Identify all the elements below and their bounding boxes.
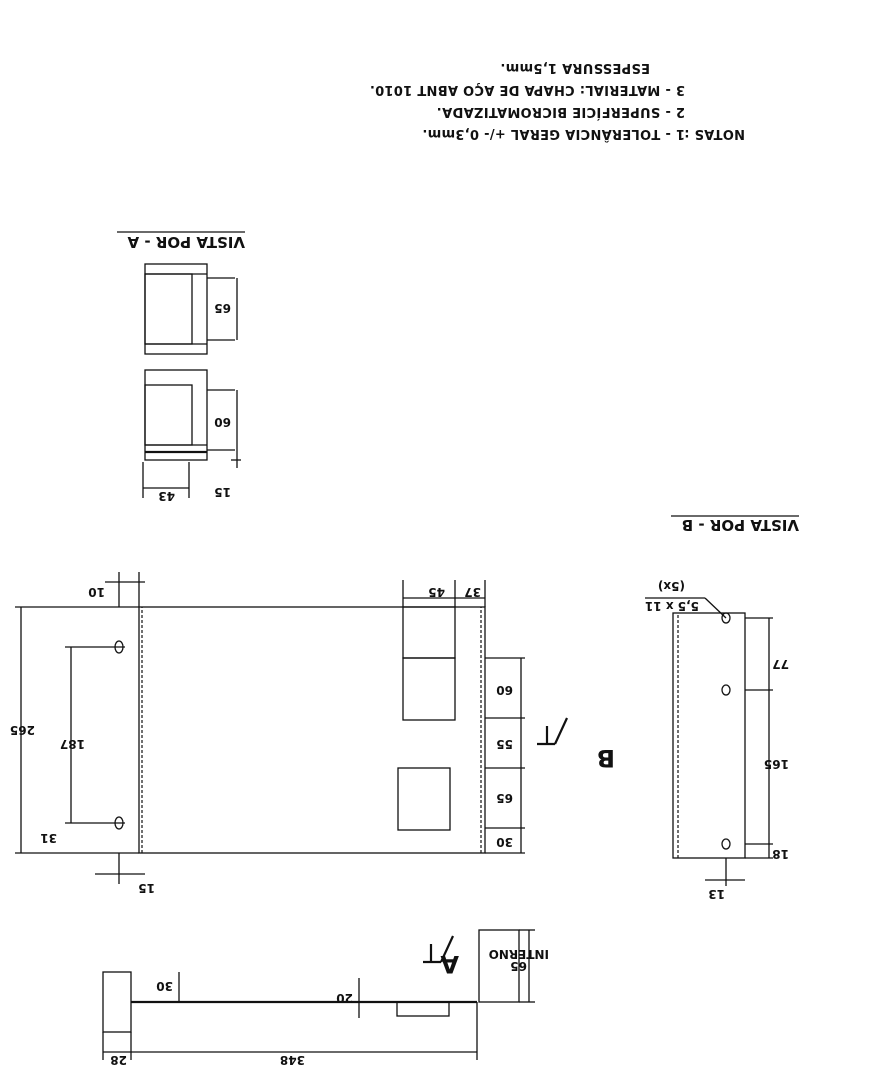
view-b-dim-77: 77	[772, 657, 789, 671]
side-cutout	[396, 1001, 450, 1017]
side-dim-20: 20	[336, 991, 353, 1005]
plan-outline	[138, 606, 486, 854]
view-b-dim-165: 165	[764, 757, 789, 771]
view-a: VISTA POR - A 65 60 15 43	[117, 231, 245, 503]
plan-dim-187: 187	[60, 737, 85, 751]
view-b-dim-13: 13	[708, 887, 725, 901]
view-b-hole	[721, 612, 731, 624]
view-b-hole	[721, 838, 731, 850]
view-a-block-1	[144, 263, 208, 355]
view-b-leader	[704, 597, 727, 619]
view-a-block-2	[144, 369, 208, 461]
view-a-title: VISTA POR - A	[127, 233, 245, 251]
plan-dim-55: 55	[496, 737, 513, 751]
notes-header: NOTAS :	[684, 126, 745, 141]
plan-dim-265: 265	[10, 723, 35, 737]
side-dim-65: 65	[510, 959, 527, 973]
plan-dim-60: 60	[496, 683, 513, 697]
plan-cutout	[402, 606, 456, 659]
plan-dim-45: 45	[428, 585, 445, 599]
plan-dim-10: 10	[88, 585, 105, 599]
notes-block: NOTAS : 1 - TOLERÂNCIA GERAL +/- 0,3mm. …	[370, 60, 745, 142]
plan-dim-31: 31	[40, 831, 57, 845]
side-front-flange	[478, 929, 520, 1003]
side-view: 348 28 30 20 65 INTERNO A	[102, 929, 549, 1067]
view-a-block-1-face	[144, 273, 193, 345]
plan-cutout	[402, 657, 456, 721]
plan-view: 265 187 31 10 15 37 45 30 65 55 60	[10, 572, 615, 895]
section-b-arrow	[554, 717, 568, 745]
side-dim-30: 30	[156, 979, 173, 993]
view-b-title: VISTA POR - B	[682, 516, 799, 534]
section-a-marker: A	[440, 950, 459, 978]
plan-dim-15: 15	[138, 881, 155, 895]
plan-cutout	[397, 767, 451, 831]
view-b-hole	[721, 684, 731, 696]
side-end-flange	[102, 971, 132, 1033]
note-line-3: 3 - MATERIAL: CHAPA DE AÇO ABNT 1010.	[370, 82, 685, 97]
section-b-marker: B	[597, 744, 615, 772]
plan-dim-30: 30	[496, 835, 513, 849]
side-dim-28: 28	[110, 1053, 127, 1067]
plan-dim-65: 65	[496, 791, 513, 805]
view-b-hole-spec: 5,5 x 11	[645, 599, 699, 613]
note-line-2: 2 - SUPERFÍCIE BICROMATIZADA.	[436, 104, 685, 120]
side-dim-interno: INTERNO	[489, 947, 549, 961]
view-a-dim-15: 15	[214, 485, 231, 499]
note-line-1: 1 - TOLERÂNCIA GERAL +/- 0,3mm.	[422, 126, 685, 142]
side-dim-348: 348	[280, 1053, 305, 1067]
note-line-4: ESPESSURA 1,5mm.	[500, 60, 650, 75]
view-a-dim-65: 65	[214, 301, 231, 315]
plan-dim-37: 37	[464, 585, 481, 599]
view-a-dim-43: 43	[158, 489, 175, 503]
view-a-dim-60: 60	[214, 415, 231, 429]
section-a-arrow	[440, 935, 454, 963]
view-b-hole-count: (5x)	[658, 579, 685, 593]
view-a-block-2-face	[144, 384, 193, 446]
view-b-dim-18: 18	[772, 847, 789, 861]
view-b-outline	[672, 612, 746, 859]
view-b: VISTA POR - B 18 165 77 13 5,5 x 11 (5x)	[645, 515, 799, 901]
